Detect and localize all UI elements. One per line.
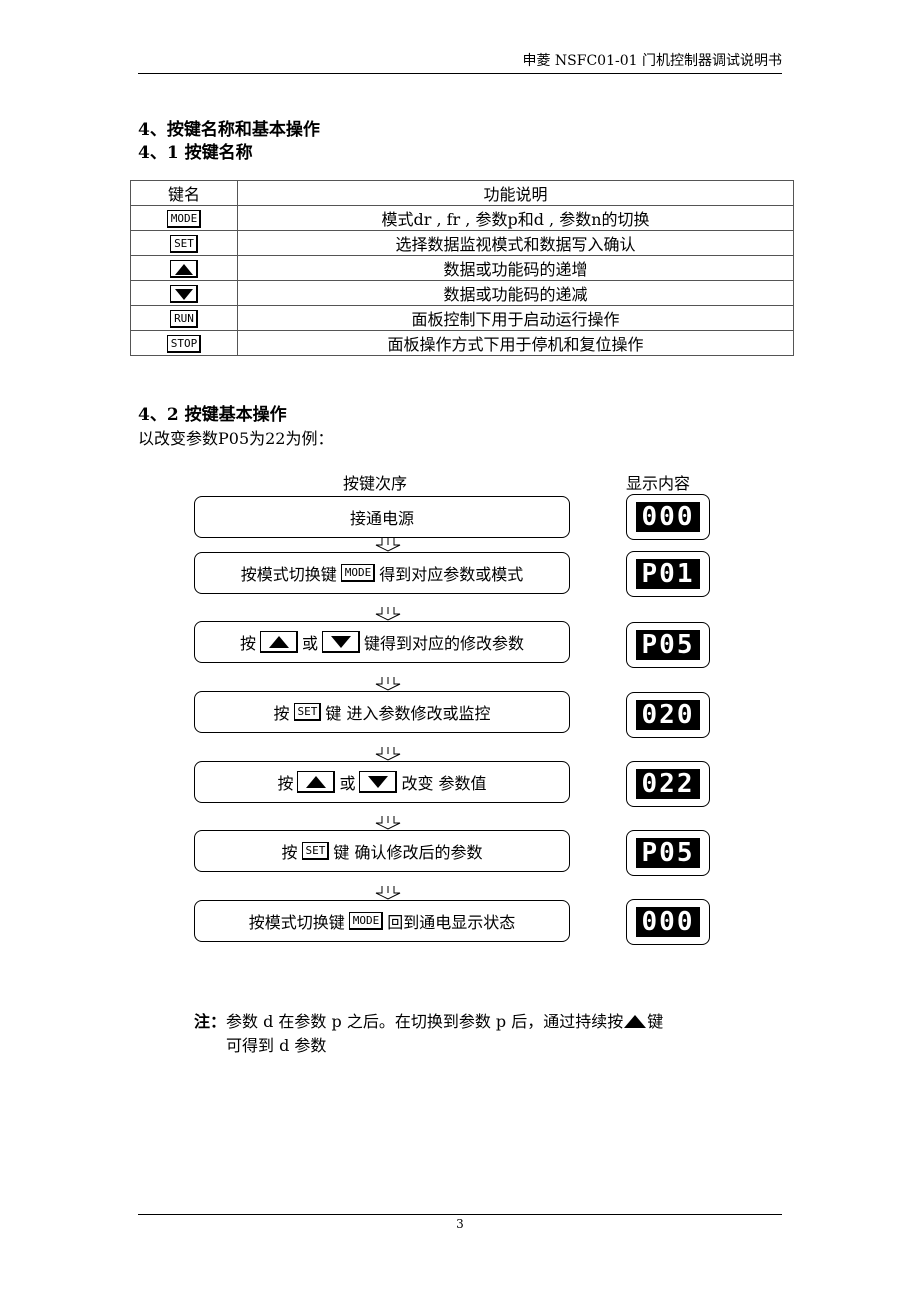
table-cell-desc: 数据或功能码的递增 — [237, 255, 794, 281]
led-display-value: 000 — [636, 502, 700, 532]
led-display-value: 022 — [636, 769, 700, 799]
down-arrow-key-icon — [170, 284, 198, 303]
note-line-1: 注：参数 d 在参数 p 之后。在切换到参数 p 后，通过持续按键 — [194, 1012, 664, 1031]
table-cell-desc: 面板操作方式下用于停机和复位操作 — [237, 330, 794, 356]
led-display-value: 000 — [636, 907, 700, 937]
mode-key: MODE — [166, 209, 202, 228]
flow-arrow-icon — [375, 747, 401, 761]
section-4-2-intro: 以改变参数P05为22为例： — [138, 429, 334, 448]
flow-arrow-icon — [375, 886, 401, 900]
section-4-1-title: 4、1 按键名称 — [138, 143, 253, 163]
table-row: RUN 面板控制下用于启动运行操作 — [130, 305, 794, 331]
led-display: 000 — [626, 899, 710, 945]
flow-step-2: 按模式切换键 MODE 得到对应参数或模式 — [194, 552, 570, 594]
flow-col-sequence: 按键次序 — [343, 474, 408, 493]
page-number: 3 — [456, 1217, 464, 1231]
key-table: 键名 功能说明 MODE 模式dr , fr , 参数p和d , 参数n的切换 … — [130, 180, 794, 356]
table-cell-desc: 面板控制下用于启动运行操作 — [237, 305, 794, 331]
section-4-2-title: 4、2 按键基本操作 — [138, 405, 287, 425]
led-display: P05 — [626, 830, 710, 876]
flow-arrow-icon — [375, 816, 401, 830]
down-arrow-key-icon — [359, 771, 398, 793]
table-header-key: 键名 — [130, 180, 238, 206]
flow-arrow-icon — [375, 538, 401, 552]
table-row: STOP 面板操作方式下用于停机和复位操作 — [130, 330, 794, 356]
section-4-title: 4、按键名称和基本操作 — [138, 120, 320, 140]
flow-step-4: 按 SET 键 进入参数修改或监控 — [194, 691, 570, 733]
down-arrow-key-icon — [322, 631, 360, 653]
set-key: SET — [293, 703, 322, 721]
flow-arrow-icon — [375, 677, 401, 691]
table-cell-desc: 模式dr , fr , 参数p和d , 参数n的切换 — [237, 205, 794, 231]
mode-key: MODE — [348, 912, 384, 930]
run-key: RUN — [170, 309, 198, 328]
flow-col-display: 显示内容 — [626, 474, 691, 493]
led-display: P05 — [626, 622, 710, 668]
up-arrow-key-icon — [297, 771, 336, 793]
table-row: SET 选择数据监视模式和数据写入确认 — [130, 230, 794, 256]
table-row: 数据或功能码的递增 — [130, 255, 794, 281]
table-header-desc: 功能说明 — [237, 180, 794, 206]
led-display: 020 — [626, 692, 710, 738]
led-display-value: P05 — [636, 838, 700, 868]
flow-step-5: 按 或 改变 参数值 — [194, 761, 570, 803]
note-line-2: 可得到 d 参数 — [226, 1036, 327, 1055]
set-key: SET — [170, 234, 198, 253]
mode-key: MODE — [340, 564, 376, 582]
led-display: 000 — [626, 494, 710, 540]
header-rule — [138, 73, 782, 74]
up-arrow-key-icon — [170, 259, 198, 278]
led-display: P01 — [626, 551, 710, 597]
table-cell-desc: 选择数据监视模式和数据写入确认 — [237, 230, 794, 256]
table-header-row: 键名 功能说明 — [130, 180, 794, 206]
note-label: 注： — [194, 1012, 227, 1031]
table-row: MODE 模式dr , fr , 参数p和d , 参数n的切换 — [130, 205, 794, 231]
led-display-value: P01 — [636, 559, 700, 589]
header-title: 申菱 NSFC01-01 门机控制器调试说明书 — [522, 53, 782, 69]
flow-step-3: 按 或 键得到对应的修改参数 — [194, 621, 570, 663]
flow-step-1: 接通电源 — [194, 496, 570, 538]
footer-rule — [138, 1214, 782, 1215]
flow-step-6: 按 SET 键 确认修改后的参数 — [194, 830, 570, 872]
flow-arrow-icon — [375, 607, 401, 621]
set-key: SET — [301, 842, 330, 860]
table-row: 数据或功能码的递减 — [130, 280, 794, 306]
table-cell-desc: 数据或功能码的递减 — [237, 280, 794, 306]
flow-step-7: 按模式切换键 MODE 回到通电显示状态 — [194, 900, 570, 942]
up-arrow-key-icon — [259, 631, 298, 653]
led-display-value: P05 — [636, 630, 700, 660]
stop-key: STOP — [166, 334, 202, 353]
led-display: 022 — [626, 761, 710, 807]
led-display-value: 020 — [636, 700, 700, 730]
up-triangle-icon — [624, 1015, 647, 1028]
